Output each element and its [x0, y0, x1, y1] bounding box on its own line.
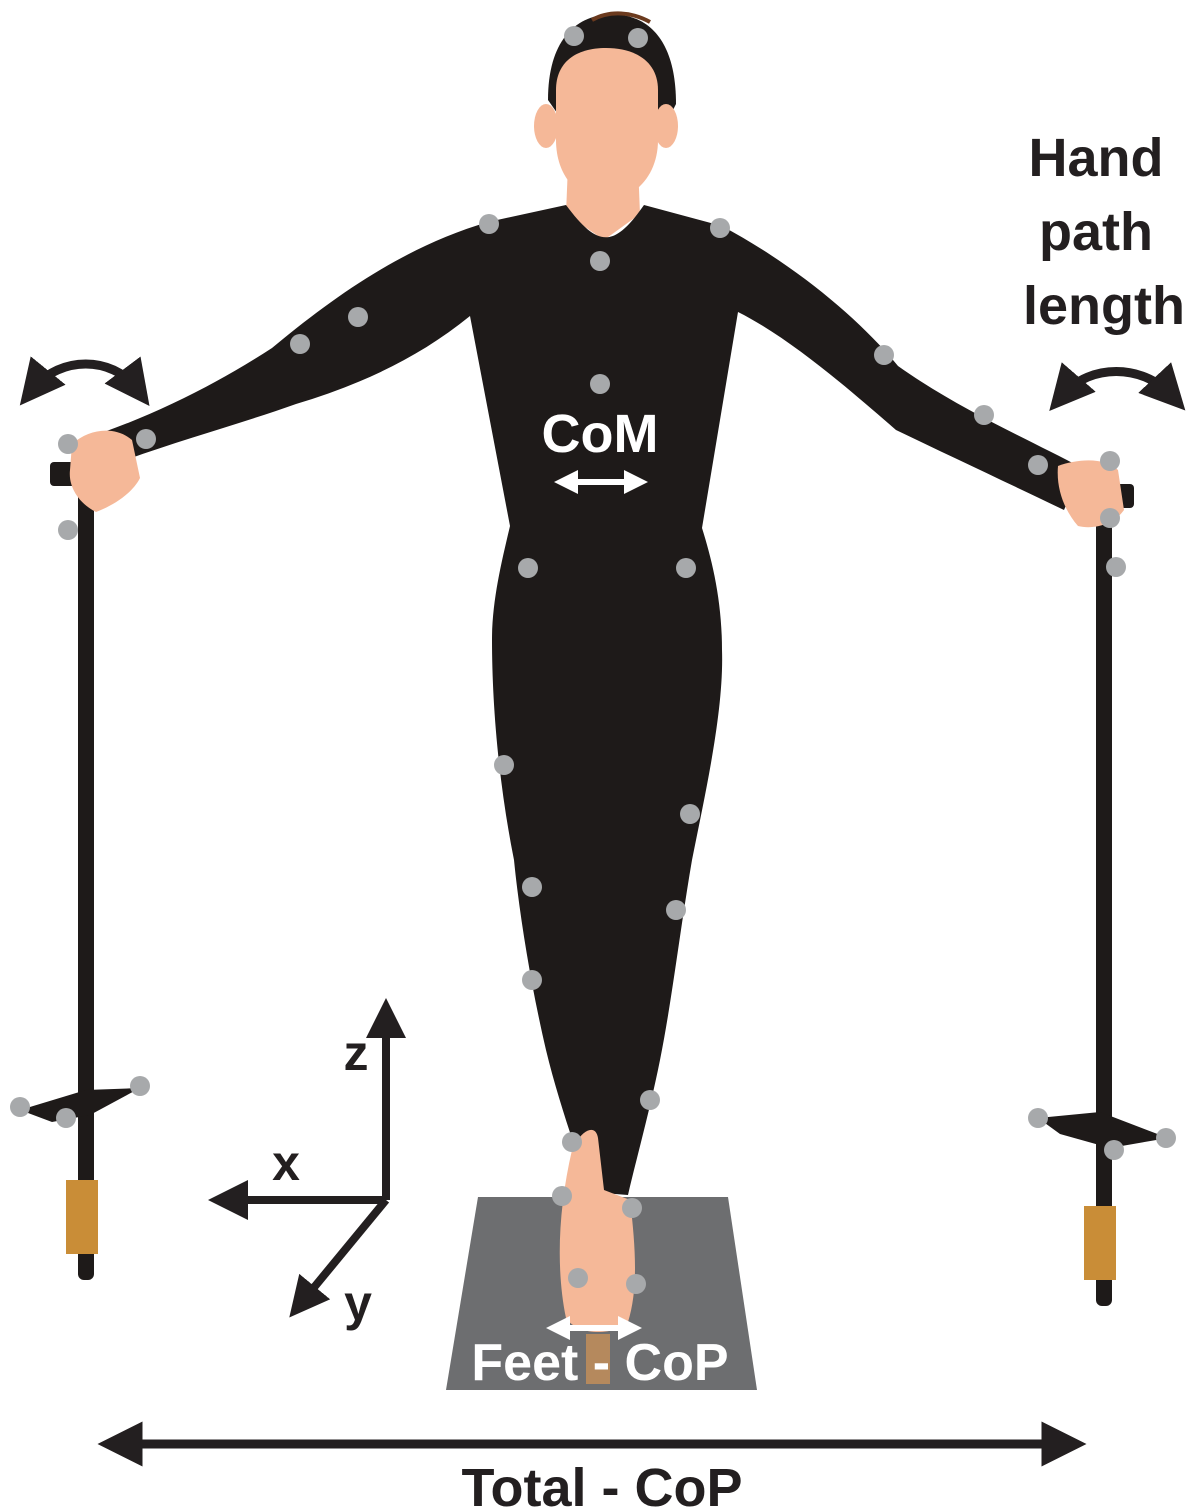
- marker: [974, 405, 994, 425]
- marker: [564, 26, 584, 46]
- marker: [1104, 1140, 1124, 1160]
- marker: [522, 970, 542, 990]
- marker: [522, 877, 542, 897]
- marker: [622, 1198, 642, 1218]
- left-hand: [70, 431, 140, 512]
- hand-path-label-line1: Hand: [1029, 128, 1164, 188]
- feet-cop-label: Feet - CoP: [471, 1334, 728, 1392]
- axis-x-label: x: [272, 1135, 300, 1191]
- marker: [348, 307, 368, 327]
- marker: [1100, 508, 1120, 528]
- marker: [590, 374, 610, 394]
- body-suit: [104, 205, 1082, 1195]
- total-cop-label: Total - CoP: [462, 1458, 743, 1511]
- marker: [1100, 451, 1120, 471]
- marker: [562, 1132, 582, 1152]
- marker: [130, 1076, 150, 1096]
- right-pole: [1038, 484, 1168, 1306]
- marker: [640, 1090, 660, 1110]
- com-label: CoM: [542, 404, 659, 464]
- marker: [10, 1097, 30, 1117]
- marker: [626, 1274, 646, 1294]
- left-hand-path-arrow: [34, 364, 136, 388]
- face: [556, 48, 658, 200]
- marker: [1028, 455, 1048, 475]
- left-pole: [20, 462, 140, 1280]
- right-hand-path-arrow: [1064, 372, 1170, 395]
- marker: [58, 520, 78, 540]
- marker: [56, 1108, 76, 1128]
- marker: [628, 28, 648, 48]
- axis-z-label: z: [344, 1025, 369, 1081]
- marker: [136, 429, 156, 449]
- marker: [494, 755, 514, 775]
- marker: [1156, 1128, 1176, 1148]
- marker: [666, 900, 686, 920]
- marker: [518, 558, 538, 578]
- marker: [479, 214, 499, 234]
- marker: [874, 345, 894, 365]
- marker: [1028, 1108, 1048, 1128]
- marker: [58, 434, 78, 454]
- marker: [680, 804, 700, 824]
- marker: [568, 1268, 588, 1288]
- marker: [590, 251, 610, 271]
- axis-y-label: y: [344, 1275, 372, 1331]
- hand-path-label-line3: length: [1023, 276, 1185, 336]
- marker: [676, 558, 696, 578]
- marker: [290, 334, 310, 354]
- marker: [1106, 557, 1126, 577]
- marker: [710, 218, 730, 238]
- hand-path-label-line2: path: [1039, 202, 1153, 262]
- ears: [534, 104, 558, 148]
- marker: [552, 1186, 572, 1206]
